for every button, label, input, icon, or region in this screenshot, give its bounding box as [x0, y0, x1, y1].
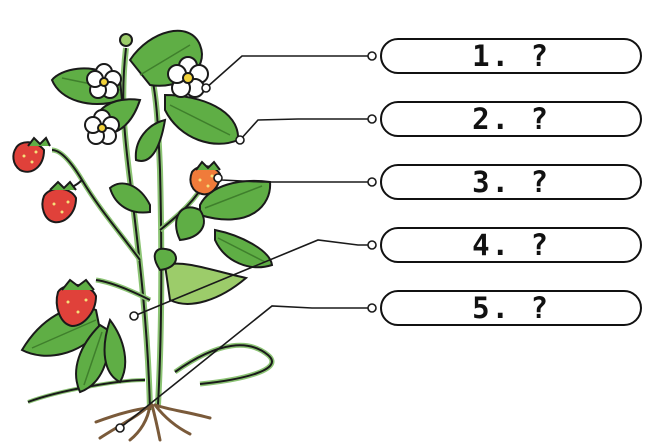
pointer-target-dot-4	[130, 312, 138, 320]
label-box-5: 5. ?	[380, 290, 642, 326]
pointer-line-2	[240, 119, 372, 140]
pointer-end-dot-4	[368, 241, 376, 249]
label-box-2: 2. ?	[380, 101, 642, 137]
pointer-end-dot-1	[368, 52, 376, 60]
label-text-2: 2. ?	[472, 102, 550, 136]
label-text-4: 4. ?	[472, 228, 550, 262]
label-text-5: 5. ?	[472, 291, 550, 325]
pointer-end-dot-5	[368, 304, 376, 312]
label-box-3: 3. ?	[380, 164, 642, 200]
label-text-3: 3. ?	[472, 165, 550, 199]
pointer-line-3	[218, 178, 372, 182]
label-box-4: 4. ?	[380, 227, 642, 263]
pointer-end-dot-2	[368, 115, 376, 123]
roots	[96, 405, 210, 440]
label-box-1: 1. ?	[380, 38, 642, 74]
stems	[28, 48, 272, 410]
pointer-end-dot-3	[368, 178, 376, 186]
pointer-target-dot-3	[214, 174, 222, 182]
pointer-target-dot-1	[202, 84, 210, 92]
pointer-target-dot-2	[236, 136, 244, 144]
pointer-line-1	[206, 56, 372, 88]
pointer-target-dot-5	[116, 424, 124, 432]
label-text-1: 1. ?	[472, 39, 550, 73]
